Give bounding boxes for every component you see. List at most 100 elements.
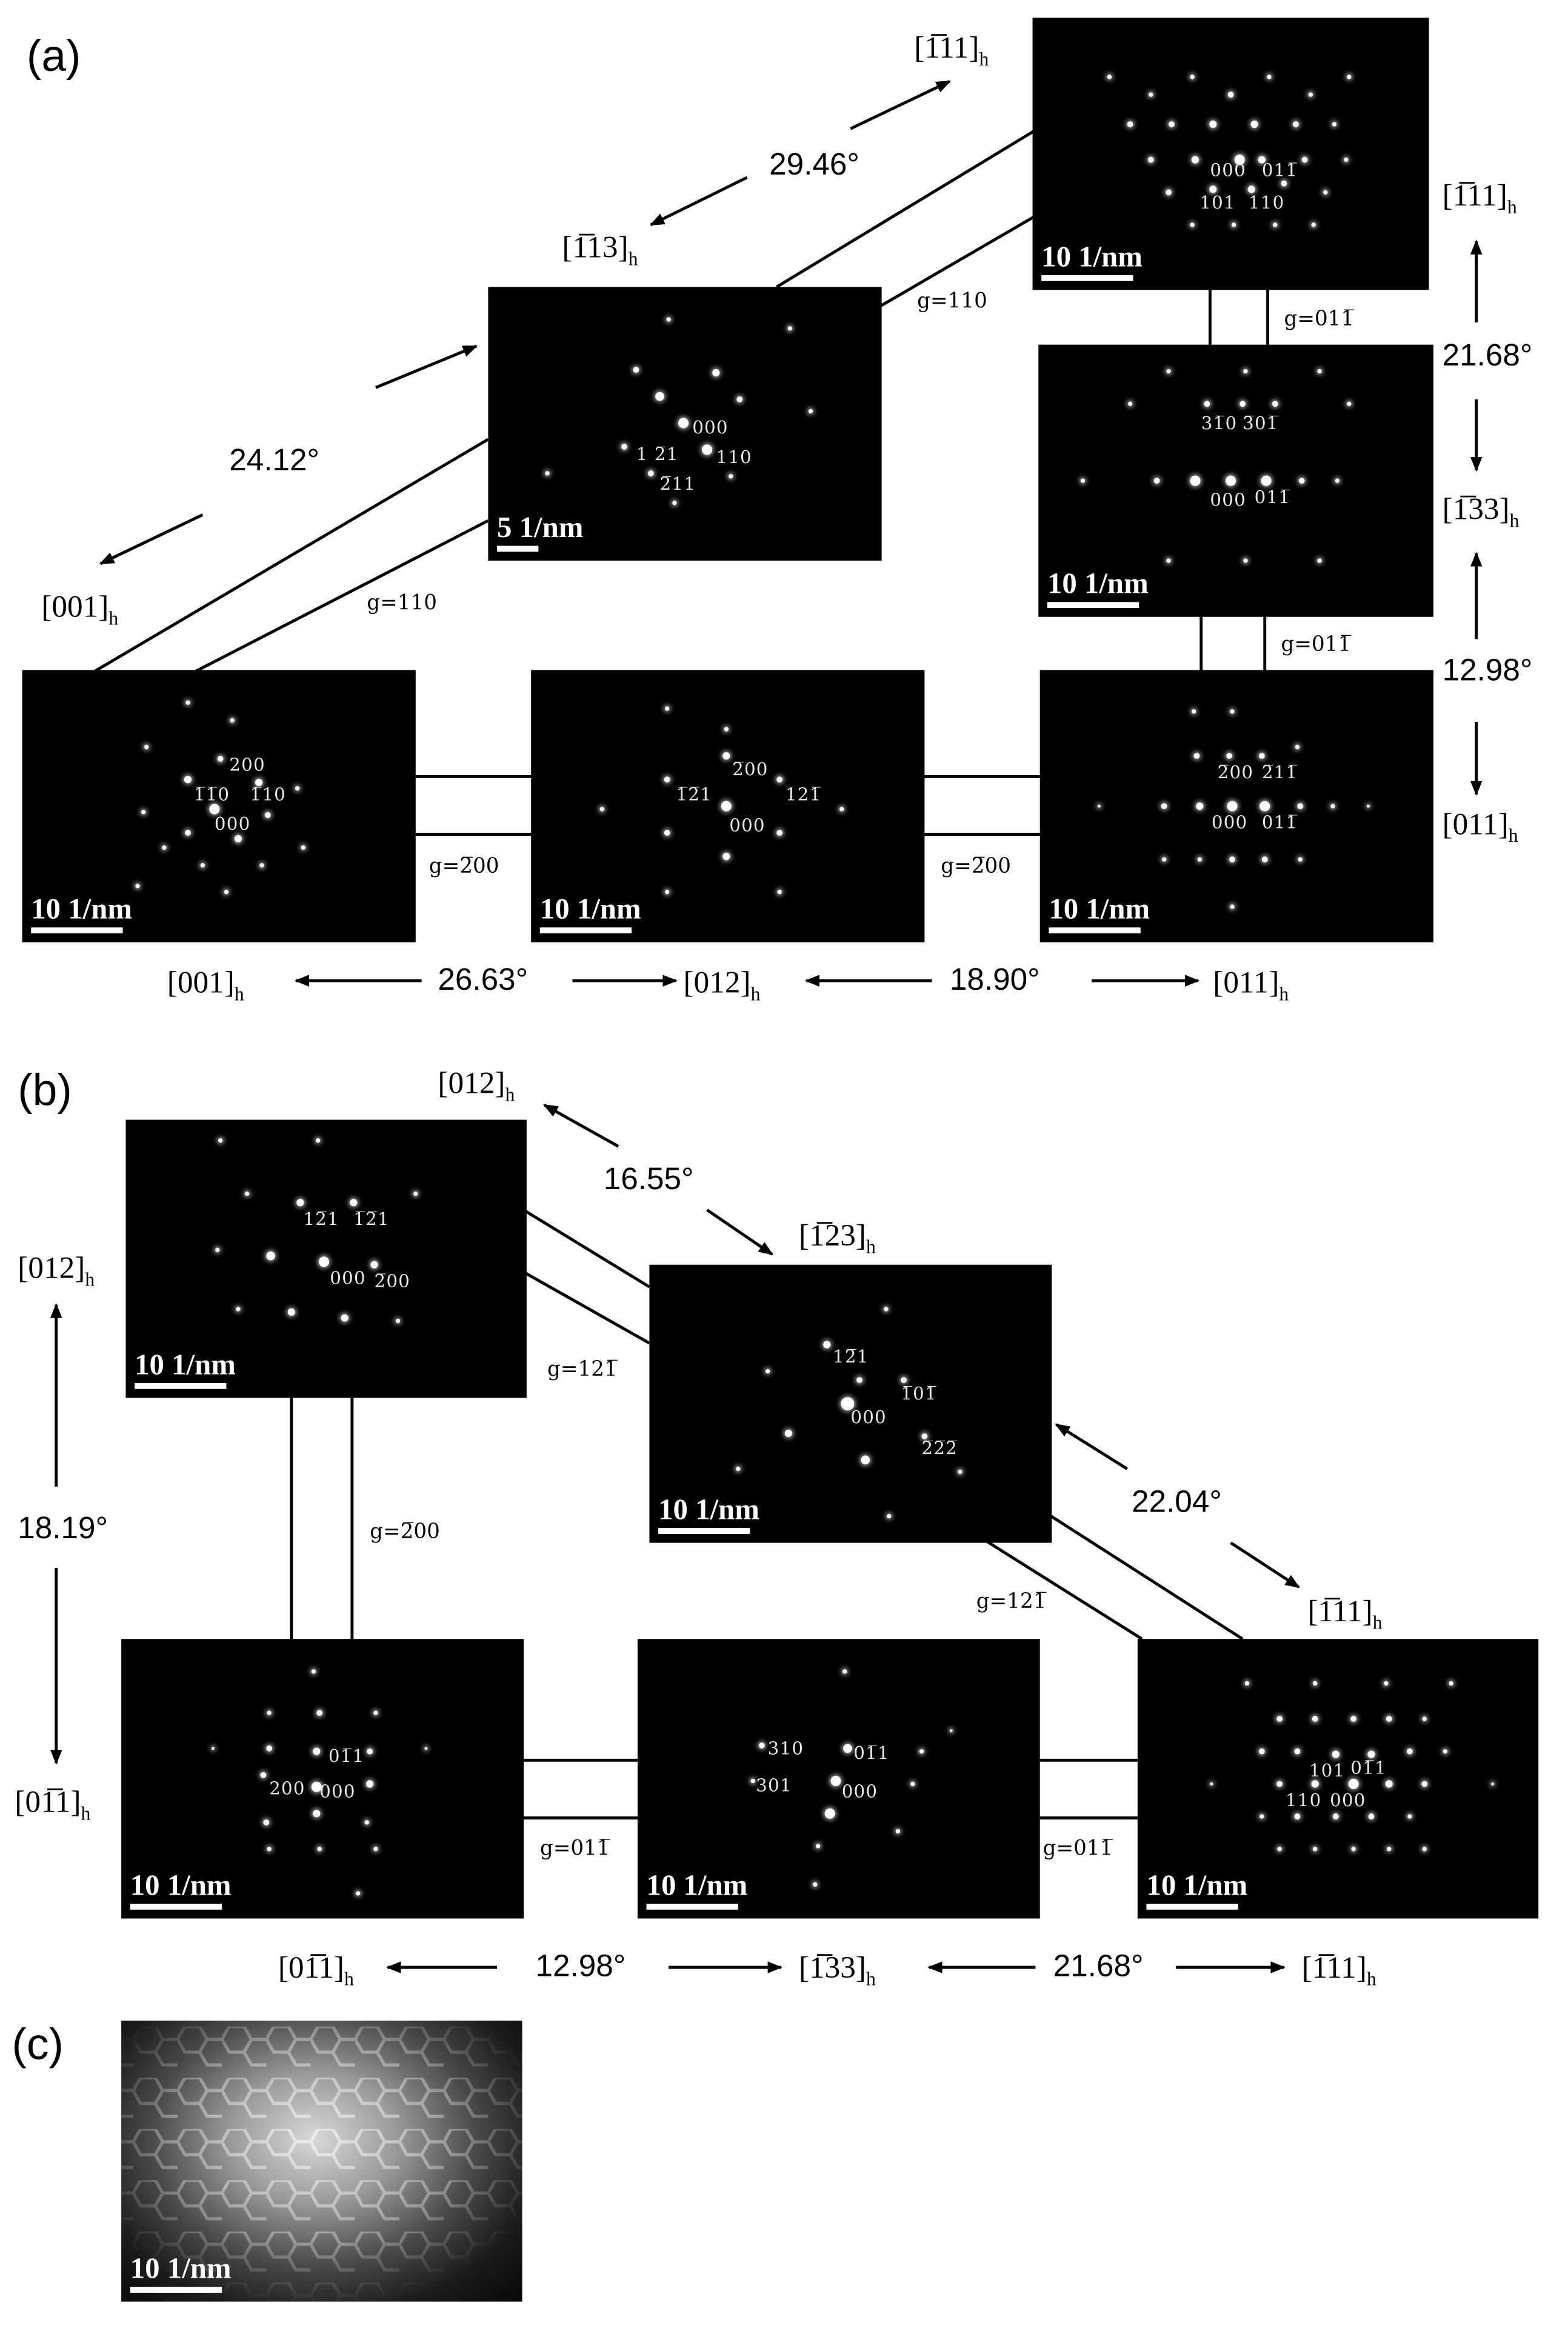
scale-bar: 10 1/nm [658,1495,759,1534]
reflection-label: 1 2̅1 [636,444,679,465]
scale-bar: 10 1/nm [130,1871,232,1910]
reflection-label: 000 [214,813,251,835]
diffraction-pattern-a-012: 2̅00 1̅2̅1 121̅ 000 10 1/nm [531,670,925,942]
reflection-label: 12̅1 [833,1346,869,1367]
reflection-label: 011̅ [1261,159,1298,181]
zone-axis-label: [011]h [1213,964,1289,1005]
scale-bar: 10 1/nm [1049,895,1150,934]
zone-axis-label: [01̅1]h [278,1949,354,1990]
reflection-label: 1̅2̅1 [353,1208,390,1230]
reflection-label: 101 [1309,1760,1346,1781]
reflection-label: 2̅11̅ [1261,761,1298,783]
reflection-label: 000 [1210,159,1246,181]
reflection-label: 1̅01̅ [901,1382,937,1404]
angle-label: 16.55° [603,1162,694,1197]
reflection-label: 110 [716,447,752,468]
diffraction-pattern-b-012: 12̅1 1̅2̅1 000 2̅00 10 1/nm [125,1119,527,1398]
reflection-label: 2̅00 [374,1270,411,1292]
reflection-label: 01̅1 [1350,1757,1387,1778]
reflection-label: 01̅1 [853,1742,890,1764]
reflection-label: 310 [767,1738,804,1759]
reflection-label: 000 [841,1781,878,1802]
scale-bar: 10 1/nm [130,2254,232,2293]
zone-axis-label: [012]h [683,964,761,1005]
g-vector-label: g=011̅ [1284,307,1355,332]
zone-axis-label: [1̅11]h [1301,1949,1376,1990]
angle-label: 21.68° [1053,1949,1144,1984]
angle-label: 18.90° [949,962,1040,997]
zone-axis-label: [1̅33]h [1442,491,1520,532]
reflection-label: 2̅2̅2̅ [921,1438,958,1459]
reflection-label: 301 [756,1775,792,1796]
reflection-label: 31̅0 [1201,412,1238,434]
g-vector-label: g=2̅00 [941,855,1011,879]
g-vector-label: g=011̅ [1281,633,1352,657]
g-vector-label: g=011̅ [539,1837,610,1861]
angle-label: 12.98° [1442,653,1533,688]
panel-label-c: (c) [12,2020,64,2070]
reflection-label: 1̅10 [250,784,287,805]
reflection-label: 000 [1330,1790,1366,1811]
angle-label: 29.46° [769,148,859,182]
angle-label: 21.68° [1442,338,1533,373]
reflection-label: 000 [1210,489,1246,511]
g-vector-label: g=011̅ [1043,1837,1113,1861]
reflection-label: 01̅1 [328,1745,365,1767]
reflection-label: 3̅01̅ [1243,412,1279,434]
diffraction-pattern-b-123: 12̅1 1̅01̅ 000 2̅2̅2̅ 10 1/nm [649,1264,1052,1543]
diffraction-pattern-b-011: 01̅1 200 000 10 1/nm [121,1639,524,1919]
reflection-label: 011̅ [1254,486,1291,508]
reflection-label: 200 [229,754,265,775]
diffraction-pattern-a-001: 200 1̅1̅0 1̅10 000 10 1/nm [22,670,416,942]
scale-bar: 10 1/nm [1041,242,1143,281]
zone-axis-label: [1̅33]h [798,1949,876,1990]
reflection-label: 2̅00 [732,759,769,780]
reflection-label: 101 [1199,192,1236,213]
scale-bar: 10 1/nm [539,895,641,934]
zone-axis-label: [1̅13]h [562,229,638,270]
zone-axis-label: [012]h [18,1250,95,1290]
reflection-label: 121̅ [785,784,822,805]
reflection-label: 2̅00 [1217,761,1254,783]
scale-bar: 10 1/nm [1146,1871,1247,1910]
zone-axis-label: [001]h [167,964,244,1005]
g-vector-label: g=121̅ [976,1590,1047,1614]
kikuchi-pattern-c: 10 1/nm [121,2020,522,2302]
panel-label-b: (b) [18,1066,72,1116]
scale-bar: 10 1/nm [135,1350,236,1389]
reflection-label: 200 [269,1778,305,1799]
zone-axis-label: [1̅11]h [1442,177,1517,218]
zone-axis-label: [01̅1]h [15,1784,91,1824]
reflection-label: 110 [1248,192,1285,213]
diffraction-pattern-b-133: 310 01̅1 301 000 10 1/nm [637,1639,1040,1919]
angle-label: 22.04° [1132,1485,1222,1519]
g-vector-label: g=2̅00 [429,855,499,879]
diffraction-pattern-a-011: 2̅00 2̅11̅ 000 011̅ 10 1/nm [1039,670,1433,942]
reflection-label: 000 [330,1267,366,1289]
g-vector-label: g=2̅00 [370,1520,440,1544]
diffraction-pattern-a-113: 000 1 2̅1 110 2̅11 5 1/nm [488,287,882,561]
reflection-label: 1̅1̅0 [193,784,230,805]
reflection-label: 1̅2̅1 [676,784,712,805]
scale-bar: 10 1/nm [31,895,132,934]
angle-label: 18.19° [18,1512,108,1546]
reflection-label: 000 [692,417,729,438]
diffraction-pattern-a-133: 31̅0 3̅01̅ 000 011̅ 10 1/nm [1038,344,1433,617]
scale-bar: 10 1/nm [1047,570,1149,609]
reflection-label: 000 [729,815,766,836]
zone-axis-label: [012]h [438,1065,515,1105]
reflection-label: 000 [1211,812,1248,833]
zone-axis-label: [1̅11]h [1307,1593,1383,1633]
reflection-label: 000 [850,1407,887,1428]
diffraction-pattern-a-111: 000 011̅ 101 110 10 1/nm [1032,18,1429,290]
reflection-label: 110 [1285,1790,1322,1811]
zone-axis-label: [1̅23]h [798,1217,876,1258]
angle-label: 26.63° [438,962,529,997]
g-vector-label: g=121̅ [547,1358,618,1382]
scale-bar: 10 1/nm [646,1871,747,1910]
zone-axis-label: [011]h [1442,806,1518,847]
reflection-label: 12̅1 [303,1208,339,1230]
angle-label: 24.12° [229,444,320,478]
kikuchi-lines [121,2020,522,2302]
